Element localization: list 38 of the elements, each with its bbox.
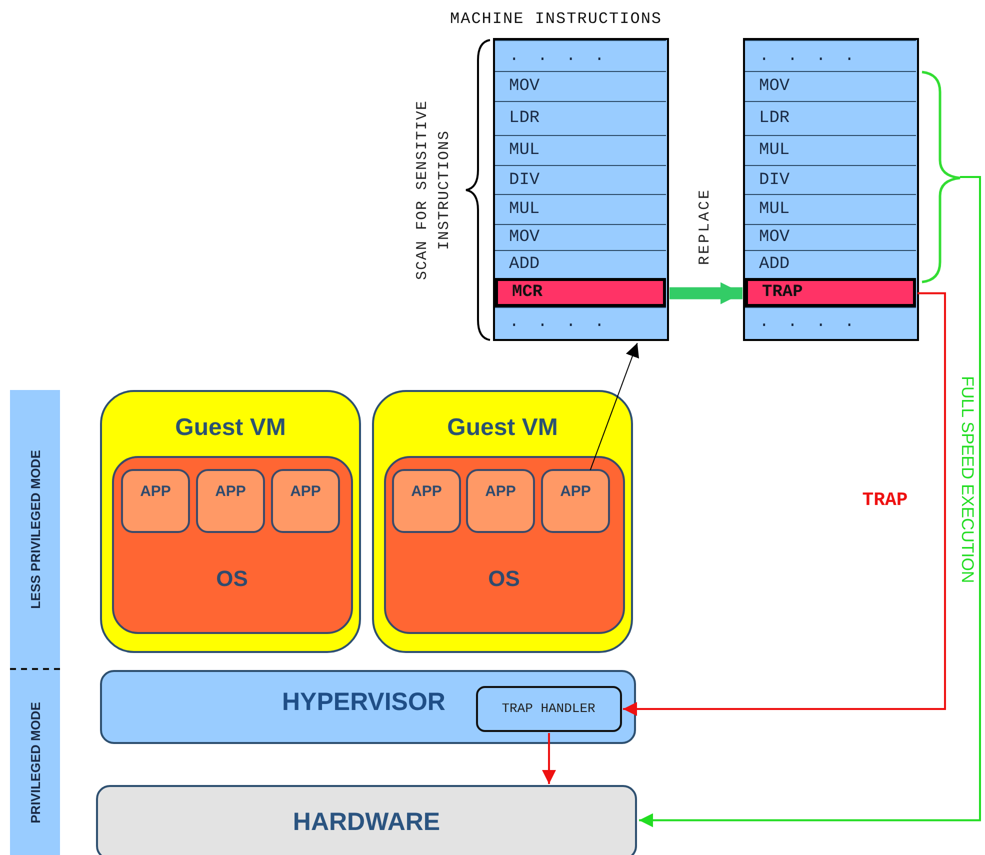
guest-vm-box bbox=[372, 390, 633, 653]
instruction-cell: TRAP bbox=[745, 278, 916, 308]
note-text: SCAN FOR SENSITIVE INSTRUCTIONS bbox=[413, 98, 454, 282]
instruction-cell: MOV bbox=[745, 224, 916, 250]
hypervisor-label: HYPERVISOR bbox=[282, 688, 446, 717]
guest-vm-box bbox=[100, 390, 361, 653]
os-label: OS bbox=[216, 566, 248, 592]
hypervisor-box bbox=[100, 670, 636, 744]
instruction-table bbox=[743, 38, 919, 341]
vm-title: Guest VM bbox=[175, 414, 286, 442]
app-box: APP bbox=[466, 469, 535, 533]
arrow bbox=[542, 733, 556, 784]
app-box: APP bbox=[196, 469, 265, 533]
app-box: APP bbox=[392, 469, 461, 533]
app-box: APP bbox=[121, 469, 190, 533]
instruction-cell: LDR bbox=[495, 100, 666, 136]
arrow bbox=[670, 282, 742, 304]
app-box: APP bbox=[271, 469, 340, 533]
os-box bbox=[384, 456, 624, 634]
instruction-cell: DIV bbox=[495, 164, 666, 194]
curly-brace bbox=[920, 72, 962, 282]
instruction-cell: MOV bbox=[495, 224, 666, 250]
os-label: OS bbox=[488, 566, 520, 592]
vm-title: Guest VM bbox=[447, 414, 558, 442]
table-heading: MACHINE INSTRUCTIONS bbox=[450, 10, 662, 28]
instruction-cell: . . . . bbox=[495, 40, 666, 72]
instruction-cell: . . . . bbox=[745, 40, 916, 72]
trap-handler-box: TRAP HANDLER bbox=[476, 686, 622, 732]
arrow bbox=[639, 176, 981, 828]
app-box: APP bbox=[541, 469, 610, 533]
mode-band: PRIVILEGED MODE bbox=[10, 668, 60, 855]
os-box bbox=[112, 456, 352, 634]
instruction-cell: DIV bbox=[745, 164, 916, 194]
instruction-cell: LDR bbox=[745, 100, 916, 136]
arrow bbox=[623, 292, 946, 716]
instruction-cell: MCR bbox=[495, 278, 666, 308]
mode-band: LESS PRIVILEGED MODE bbox=[10, 390, 60, 668]
hardware-box: HARDWARE bbox=[96, 785, 637, 855]
